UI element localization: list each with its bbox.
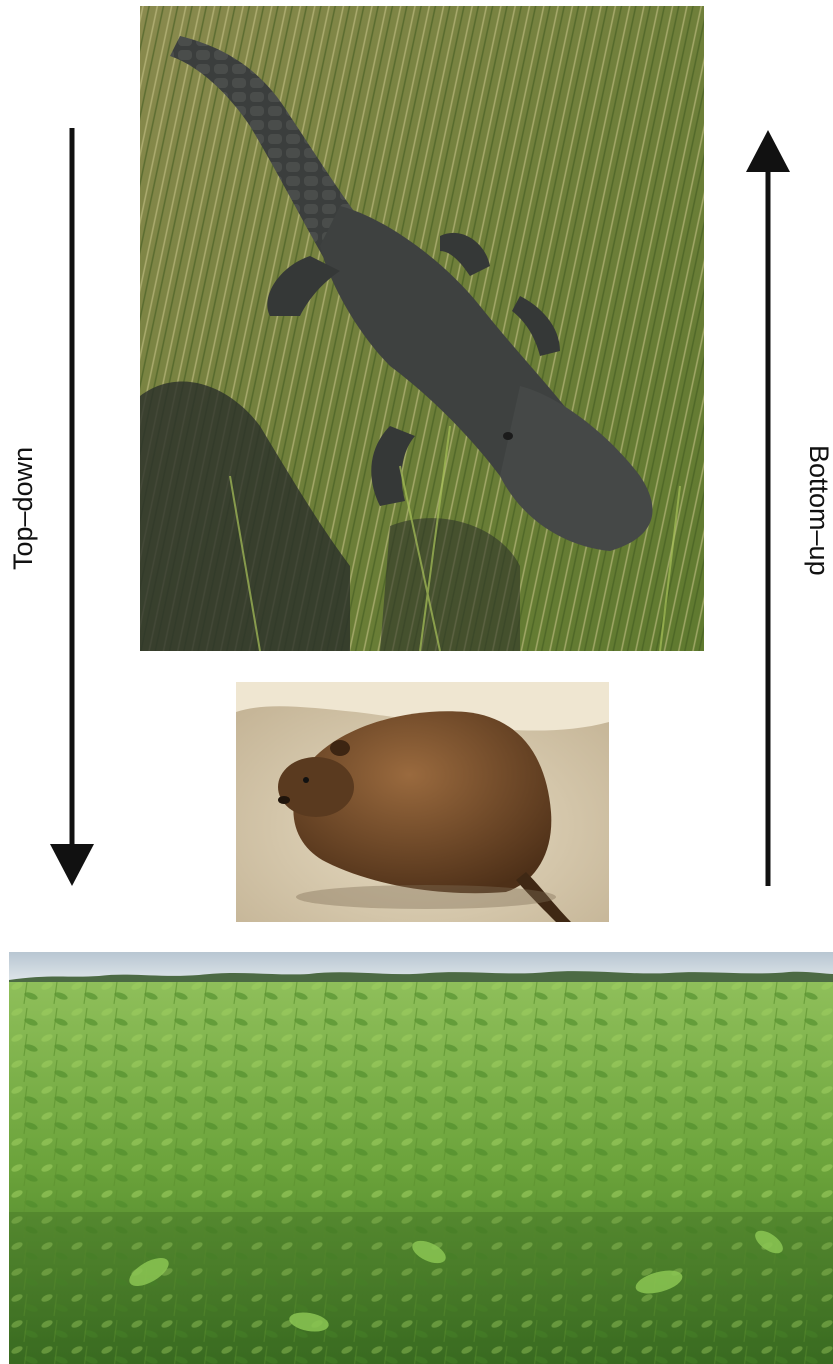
bottom-up-label: Bottom–up bbox=[805, 445, 832, 576]
top-down-arrow bbox=[46, 128, 102, 888]
top-down-label: Top–down bbox=[10, 446, 37, 569]
alligator-photo bbox=[140, 6, 704, 651]
marsh-photo bbox=[9, 952, 833, 1364]
nutria-photo bbox=[236, 682, 609, 922]
bottom-up-arrow bbox=[742, 126, 798, 888]
